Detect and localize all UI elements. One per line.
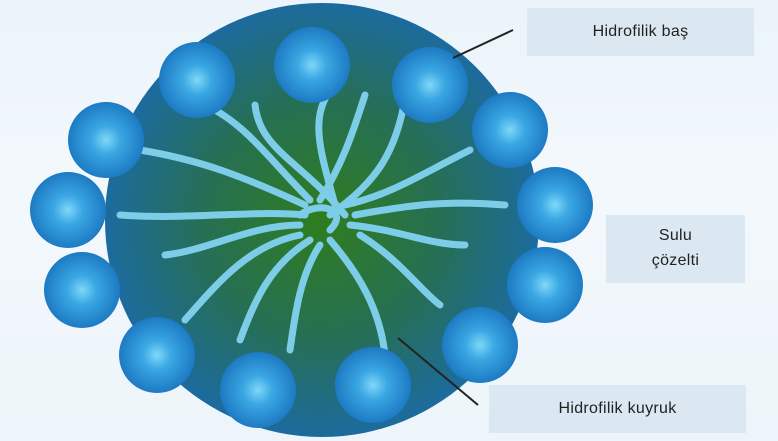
head-sphere <box>472 92 548 168</box>
head-sphere <box>507 247 583 323</box>
aqueous-solution-label: Sulu çözelti <box>606 215 745 283</box>
head-sphere <box>517 167 593 243</box>
hydrophilic-tail-label-text: Hidrofilik kuyruk <box>558 397 676 422</box>
head-sphere <box>392 47 468 123</box>
hydrophilic-tail-label: Hidrofilik kuyruk <box>489 385 746 433</box>
head-sphere <box>44 252 120 328</box>
hydrophilic-head-label-text: Hidrofilik baş <box>593 20 689 45</box>
head-pointer-line <box>453 30 513 58</box>
aqueous-solution-label-line1: Sulu <box>659 224 692 249</box>
head-sphere <box>30 172 106 248</box>
head-sphere <box>119 317 195 393</box>
head-sphere <box>335 347 411 423</box>
hydrophilic-head-label: Hidrofilik baş <box>527 8 754 56</box>
tail <box>120 214 305 217</box>
aqueous-solution-label-line2: çözelti <box>652 249 699 274</box>
head-sphere <box>274 27 350 103</box>
head-sphere <box>220 352 296 428</box>
head-sphere <box>68 102 144 178</box>
head-sphere <box>442 307 518 383</box>
head-sphere <box>159 42 235 118</box>
